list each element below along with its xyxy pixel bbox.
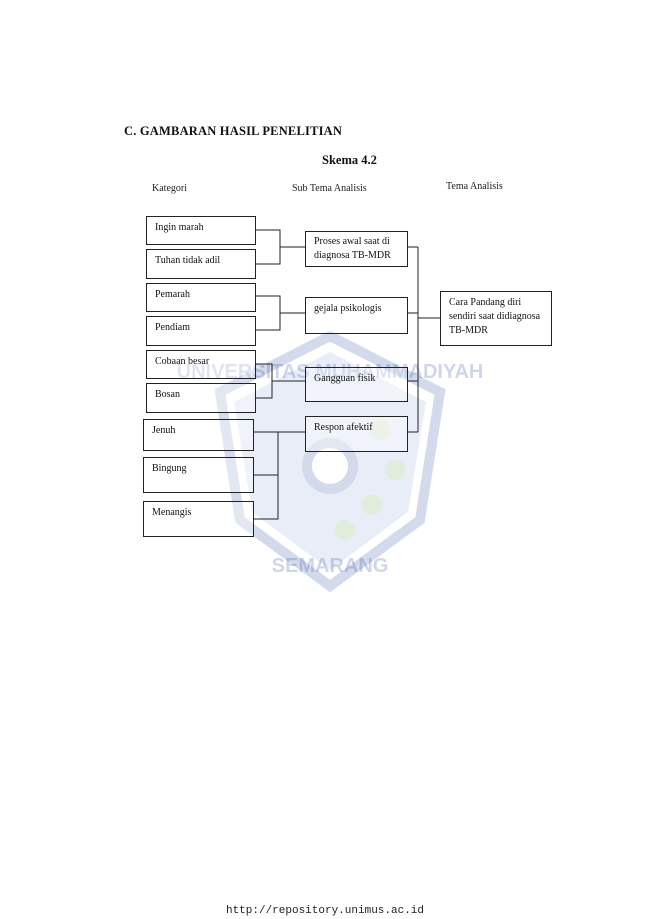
watermark-top-text: UNIVERSITAS MUHAMMADIYAH	[177, 361, 484, 383]
kategori-box-tuhan-tidak-adil: Tuhan tidak adil	[146, 249, 256, 279]
kategori-box-menangis: Menangis	[143, 501, 254, 537]
kategori-box-jenuh: Jenuh	[143, 419, 254, 451]
sub-tema-box-gejala-psikologis: gejala psikologis	[305, 297, 408, 334]
tema-box: Cara Pandang diri sendiri saat didiagnos…	[440, 291, 552, 346]
schema-title: Skema 4.2	[322, 153, 377, 167]
watermark-bottom-text: SEMARANG	[272, 555, 389, 577]
footer-url: http://repository.unimus.ac.id	[225, 905, 425, 917]
kategori-box-pendiam: Pendiam	[146, 316, 256, 346]
column-header-kategori: Kategori	[152, 183, 187, 194]
sub-tema-box-gangguan-fisik: Gangguan fisik	[305, 367, 408, 402]
sub-tema-box-respon-afektif: Respon afektif	[305, 416, 408, 452]
kategori-box-ingin-marah: Ingin marah	[146, 216, 256, 245]
section-heading: C. GAMBARAN HASIL PENELITIAN	[124, 124, 343, 138]
sub-tema-box-proses-awal: Proses awal saat di diagnosa TB-MDR	[305, 231, 408, 267]
column-header-sub-tema: Sub Tema Analisis	[292, 183, 367, 194]
kategori-box-bingung: Bingung	[143, 457, 254, 493]
kategori-box-cobaan-besar: Cobaan besar	[146, 350, 256, 379]
column-header-tema: Tema Analisis	[446, 181, 503, 192]
kategori-box-bosan: Bosan	[146, 383, 256, 413]
kategori-box-pemarah: Pemarah	[146, 283, 256, 312]
